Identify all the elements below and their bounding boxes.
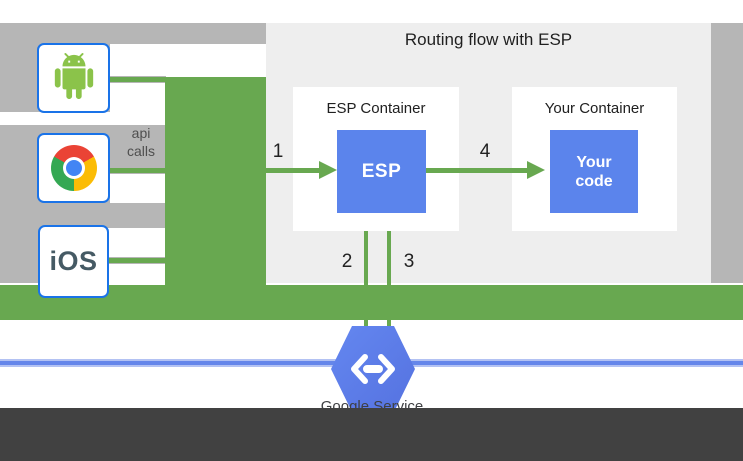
android-icon [51, 52, 97, 104]
flow-line-up [387, 227, 391, 326]
bg-gap [108, 264, 166, 283]
arrow-1-head [319, 161, 337, 179]
step-4-label: 4 [479, 141, 491, 162]
arrow-4-shaft [426, 168, 527, 173]
ios-client-box: iOS [38, 225, 109, 298]
bg-gap [0, 112, 166, 125]
bg-gap [110, 44, 166, 76]
bg-gap [108, 228, 166, 257]
api-calls-caption: api calls [126, 125, 155, 159]
esp-box: ESP [337, 130, 426, 213]
panel-title: Routing flow with ESP [404, 30, 573, 49]
esp-container-label: ESP Container [326, 100, 426, 117]
chrome-icon [50, 145, 97, 191]
arrow-4-head [527, 161, 545, 179]
android-connector-line [110, 77, 166, 82]
esp-box-label: ESP [361, 160, 402, 182]
your-code-box: Your code [550, 130, 638, 213]
endpoints-green-band [0, 285, 743, 320]
ios-connector-line [109, 258, 166, 263]
android-client-box [37, 43, 110, 113]
chrome-connector-line [110, 168, 166, 173]
chrome-client-box [37, 133, 110, 203]
step-3-label: 3 [403, 251, 415, 272]
right-gray-strip [711, 23, 743, 283]
your-code-label: Your code [575, 153, 613, 190]
bg-gap [110, 174, 166, 203]
code-brackets-icon [351, 354, 368, 384]
bg-gap [110, 83, 166, 112]
step-1-label: 1 [272, 141, 284, 162]
flow-line-down [364, 213, 368, 326]
ios-label: iOS [49, 246, 98, 276]
endpoints-green-bar [165, 77, 266, 320]
footer-bar [0, 408, 743, 461]
your-container-label: Your Container [544, 100, 645, 117]
step-2-label: 2 [341, 251, 353, 272]
cloud-endpoints-hexagon-icon [330, 325, 416, 413]
arrow-1-shaft [266, 168, 320, 173]
